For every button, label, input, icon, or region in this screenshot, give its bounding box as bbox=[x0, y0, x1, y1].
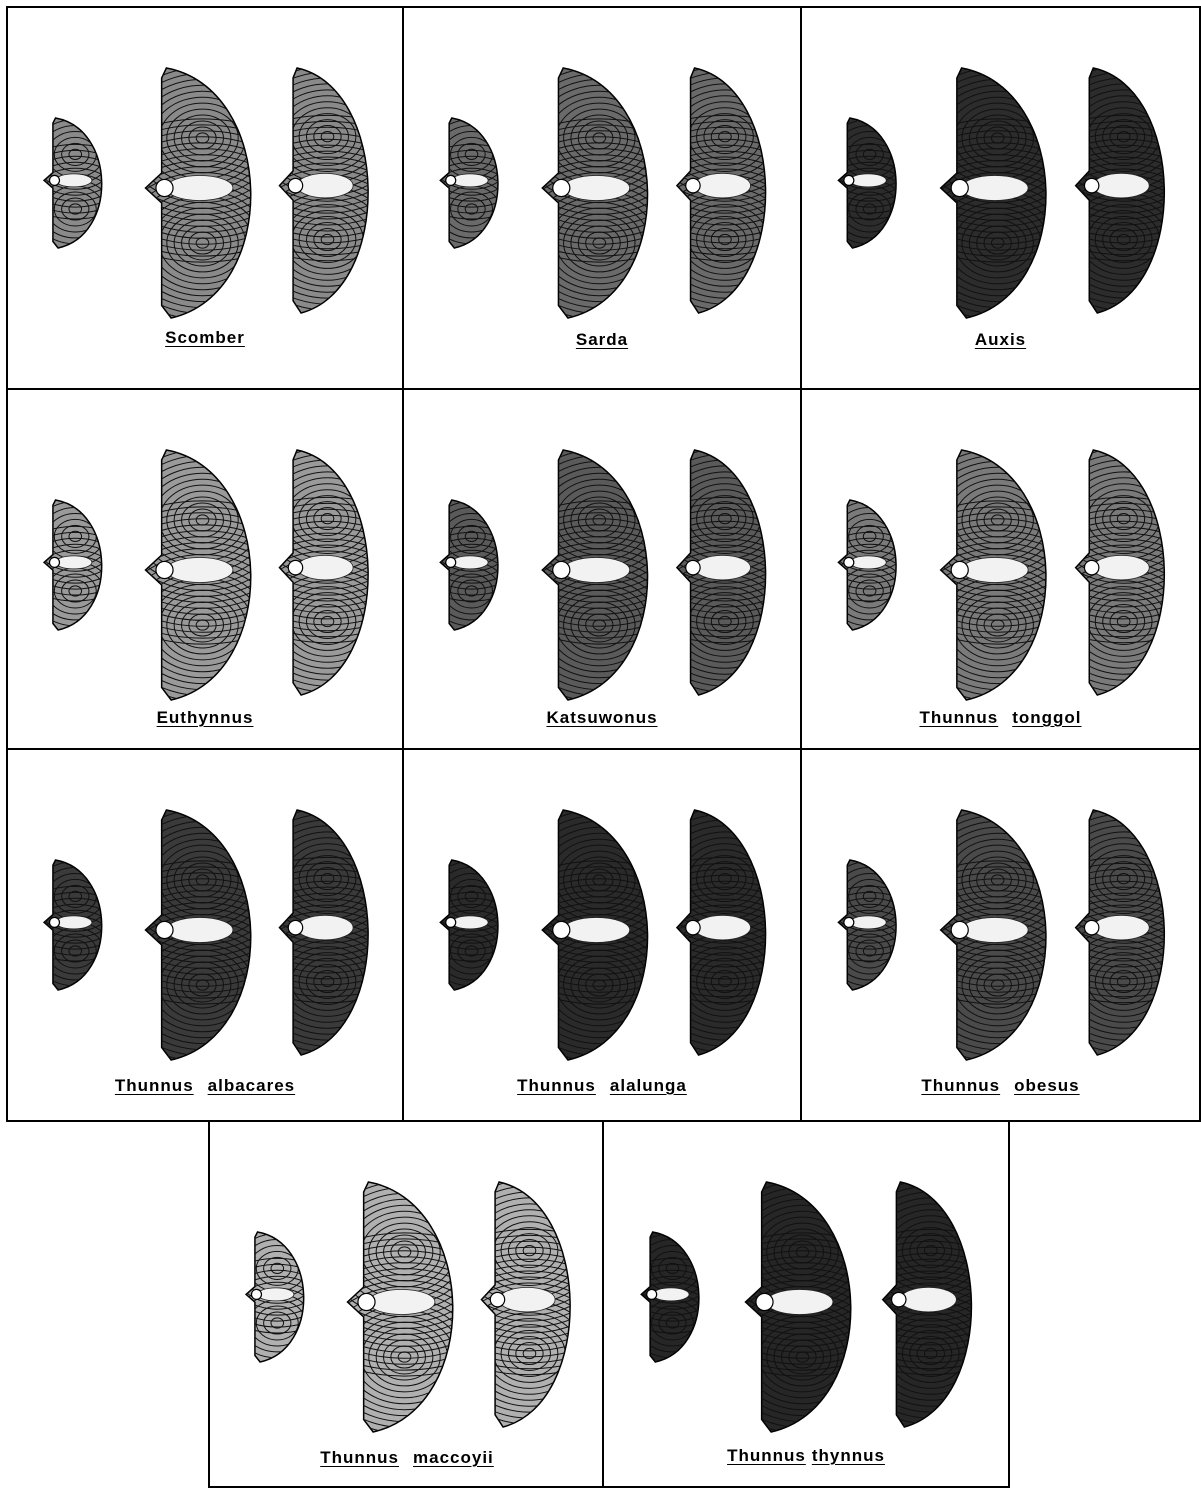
caption-sarda: Sarda bbox=[404, 330, 800, 350]
vertebra-mark bbox=[844, 917, 854, 927]
vertebra-mark bbox=[951, 561, 968, 578]
genus-label: Scomber bbox=[165, 328, 245, 347]
vertebra-mark bbox=[288, 560, 302, 574]
species-label: maccoyii bbox=[413, 1448, 494, 1467]
genus-label: Euthynnus bbox=[157, 708, 254, 727]
genus-label: Thunnus bbox=[921, 1076, 1000, 1095]
vertebra-mark bbox=[288, 920, 302, 934]
genus-label: Thunnus bbox=[919, 708, 998, 727]
genus-label: Sarda bbox=[576, 330, 628, 349]
species-label: thynnus bbox=[812, 1446, 885, 1465]
vertebra-mark bbox=[553, 921, 570, 938]
muscle-section bbox=[8, 472, 155, 656]
species-label: obesus bbox=[1014, 1076, 1080, 1095]
vertebra-mark bbox=[156, 921, 173, 938]
vertebra-mark bbox=[892, 1292, 906, 1306]
muscle-section bbox=[802, 90, 949, 274]
panel-tonggol: Thunnus tonggol bbox=[800, 388, 1201, 750]
genus-label: Katsuwonus bbox=[546, 708, 657, 727]
vertebra-mark bbox=[358, 1293, 375, 1310]
panel-sarda: Sarda bbox=[402, 6, 802, 390]
vertebra-mark bbox=[1084, 920, 1098, 934]
vertebra-mark bbox=[686, 178, 700, 192]
muscle-section bbox=[210, 1204, 357, 1388]
vertebra-mark bbox=[756, 1293, 773, 1310]
vertebra-mark bbox=[686, 920, 700, 934]
muscle-section bbox=[404, 472, 551, 656]
vertebra-mark bbox=[844, 557, 854, 567]
vertebra-mark bbox=[1084, 560, 1098, 574]
genus-label: Thunnus bbox=[115, 1076, 194, 1095]
vertebra-mark bbox=[251, 1289, 261, 1299]
cross-sections-illustration bbox=[802, 750, 1201, 1122]
vertebra-mark bbox=[844, 175, 854, 185]
species-label: alalunga bbox=[610, 1076, 687, 1095]
genus-label: Auxis bbox=[975, 330, 1026, 349]
muscle-section bbox=[604, 1204, 752, 1388]
vertebra-mark bbox=[49, 557, 59, 567]
panel-obesus: Thunnus obesus bbox=[800, 748, 1201, 1122]
muscle-section bbox=[802, 472, 949, 656]
species-label: tonggol bbox=[1012, 708, 1081, 727]
cross-sections-illustration bbox=[404, 750, 802, 1122]
caption-alalunga: Thunnus alalunga bbox=[404, 1076, 800, 1096]
caption-katsuwonus: Katsuwonus bbox=[404, 708, 800, 728]
vertebra-mark bbox=[49, 917, 59, 927]
cross-sections-illustration bbox=[8, 750, 404, 1122]
vertebra-mark bbox=[553, 179, 570, 196]
caption-obesus: Thunnus obesus bbox=[802, 1076, 1199, 1096]
muscle-section bbox=[8, 832, 155, 1016]
muscle-section bbox=[404, 832, 551, 1016]
vertebra-mark bbox=[156, 561, 173, 578]
vertebra-mark bbox=[288, 178, 302, 192]
caption-euthynnus: Euthynnus bbox=[8, 708, 402, 728]
caption-maccoyii: Thunnus maccoyii bbox=[210, 1448, 604, 1468]
species-label: albacares bbox=[208, 1076, 295, 1095]
cross-sections-illustration bbox=[210, 1122, 606, 1488]
panel-auxis: Auxis bbox=[800, 6, 1201, 390]
genus-label: Thunnus bbox=[727, 1446, 806, 1465]
panel-thynnus: Thunnus thynnus bbox=[602, 1120, 1010, 1488]
vertebra-mark bbox=[446, 917, 456, 927]
vertebra-mark bbox=[446, 557, 456, 567]
caption-auxis: Auxis bbox=[802, 330, 1199, 350]
panel-alalunga: Thunnus alalunga bbox=[402, 748, 802, 1122]
vertebra-mark bbox=[156, 179, 173, 196]
panel-maccoyii: Thunnus maccoyii bbox=[208, 1120, 606, 1488]
caption-thynnus: Thunnus thynnus bbox=[604, 1446, 1008, 1466]
vertebra-mark bbox=[951, 921, 968, 938]
panel-katsuwonus: Katsuwonus bbox=[402, 388, 802, 750]
vertebra-mark bbox=[951, 179, 968, 196]
muscle-section bbox=[404, 90, 551, 274]
vertebra-mark bbox=[686, 560, 700, 574]
muscle-section bbox=[802, 832, 949, 1016]
vertebra-mark bbox=[446, 175, 456, 185]
cross-sections-illustration bbox=[802, 390, 1201, 750]
caption-albacares: Thunnus albacares bbox=[8, 1076, 402, 1096]
panel-euthynnus: Euthynnus bbox=[6, 388, 404, 750]
cross-sections-illustration bbox=[404, 390, 802, 750]
cross-sections-illustration bbox=[604, 1122, 1010, 1488]
vertebra-mark bbox=[490, 1292, 504, 1306]
vertebra-mark bbox=[647, 1289, 657, 1299]
vertebra-mark bbox=[553, 561, 570, 578]
genus-label: Thunnus bbox=[517, 1076, 596, 1095]
caption-tonggol: Thunnus tonggol bbox=[802, 708, 1199, 728]
panel-scomber: Scomber bbox=[6, 6, 404, 390]
muscle-section bbox=[8, 90, 155, 274]
vertebra-mark bbox=[1084, 178, 1098, 192]
caption-scomber: Scomber bbox=[8, 328, 402, 348]
panel-albacares: Thunnus albacares bbox=[6, 748, 404, 1122]
genus-label: Thunnus bbox=[320, 1448, 399, 1467]
cross-sections-illustration bbox=[8, 390, 404, 750]
vertebra-mark bbox=[49, 175, 59, 185]
